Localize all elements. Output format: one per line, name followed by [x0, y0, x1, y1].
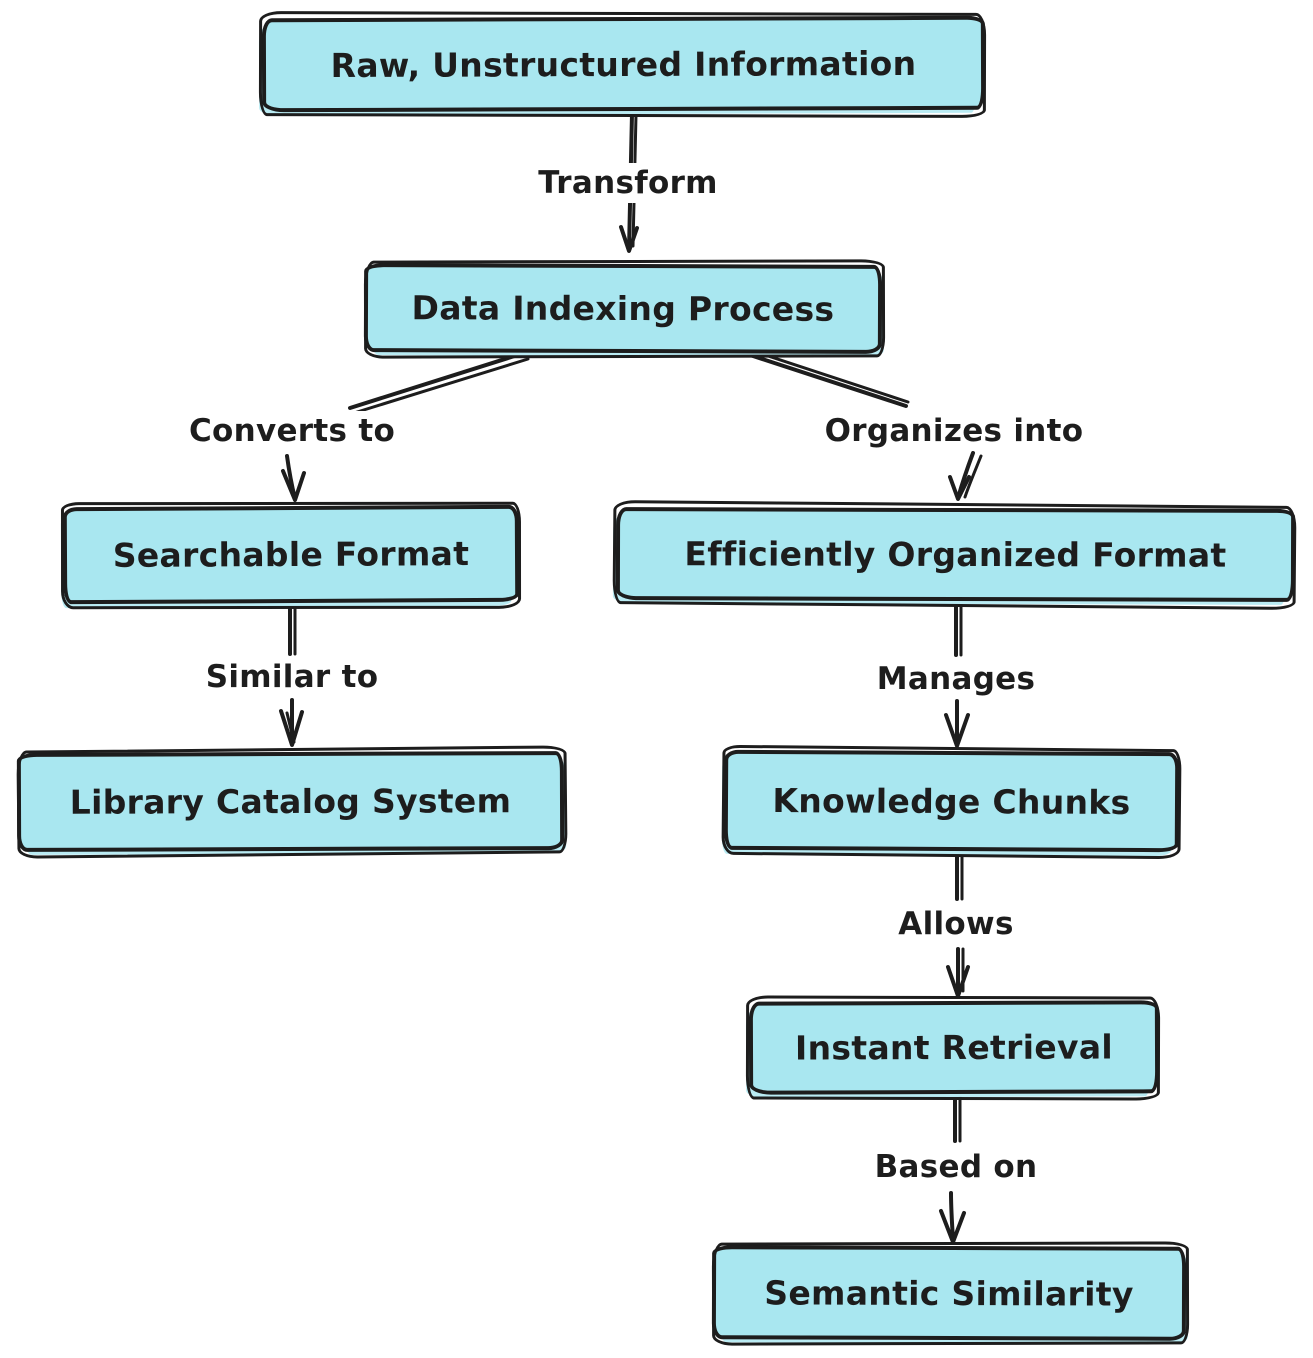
node-library-catalog-system: Library Catalog System [16, 751, 565, 852]
node-semantic-similarity: Semantic Similarity [711, 1245, 1187, 1341]
edge-label-similar-to: Similar to [195, 657, 389, 697]
edge-converts-to-arrow [281, 351, 530, 502]
edge-label-based-on: Based on [864, 1147, 1048, 1187]
node-knowledge-chunks: Knowledge Chunks [723, 749, 1180, 853]
edge-based-on-arrow [939, 1095, 966, 1244]
edge-label-organizes-into: Organizes into [814, 411, 1094, 451]
edge-label-converts-to: Converts to [178, 411, 406, 451]
edge-organizes-into-arrow [748, 349, 983, 501]
node-efficiently-organized-format: Efficiently Organized Format [615, 507, 1296, 602]
node-instant-retrieval: Instant Retrieval [748, 1000, 1160, 1095]
edge-similar-to-arrow [279, 605, 304, 747]
edge-label-transform: Transform [528, 163, 728, 203]
edge-allows-arrow [946, 850, 970, 998]
edge-label-allows: Allows [888, 904, 1024, 944]
node-raw-unstructured-information: Raw, Unstructured Information [261, 15, 986, 113]
edge-manages-arrow [944, 602, 970, 748]
edge-label-manages: Manages [866, 659, 1046, 699]
node-data-indexing-process: Data Indexing Process [363, 263, 883, 354]
node-searchable-format: Searchable Format [62, 504, 520, 605]
